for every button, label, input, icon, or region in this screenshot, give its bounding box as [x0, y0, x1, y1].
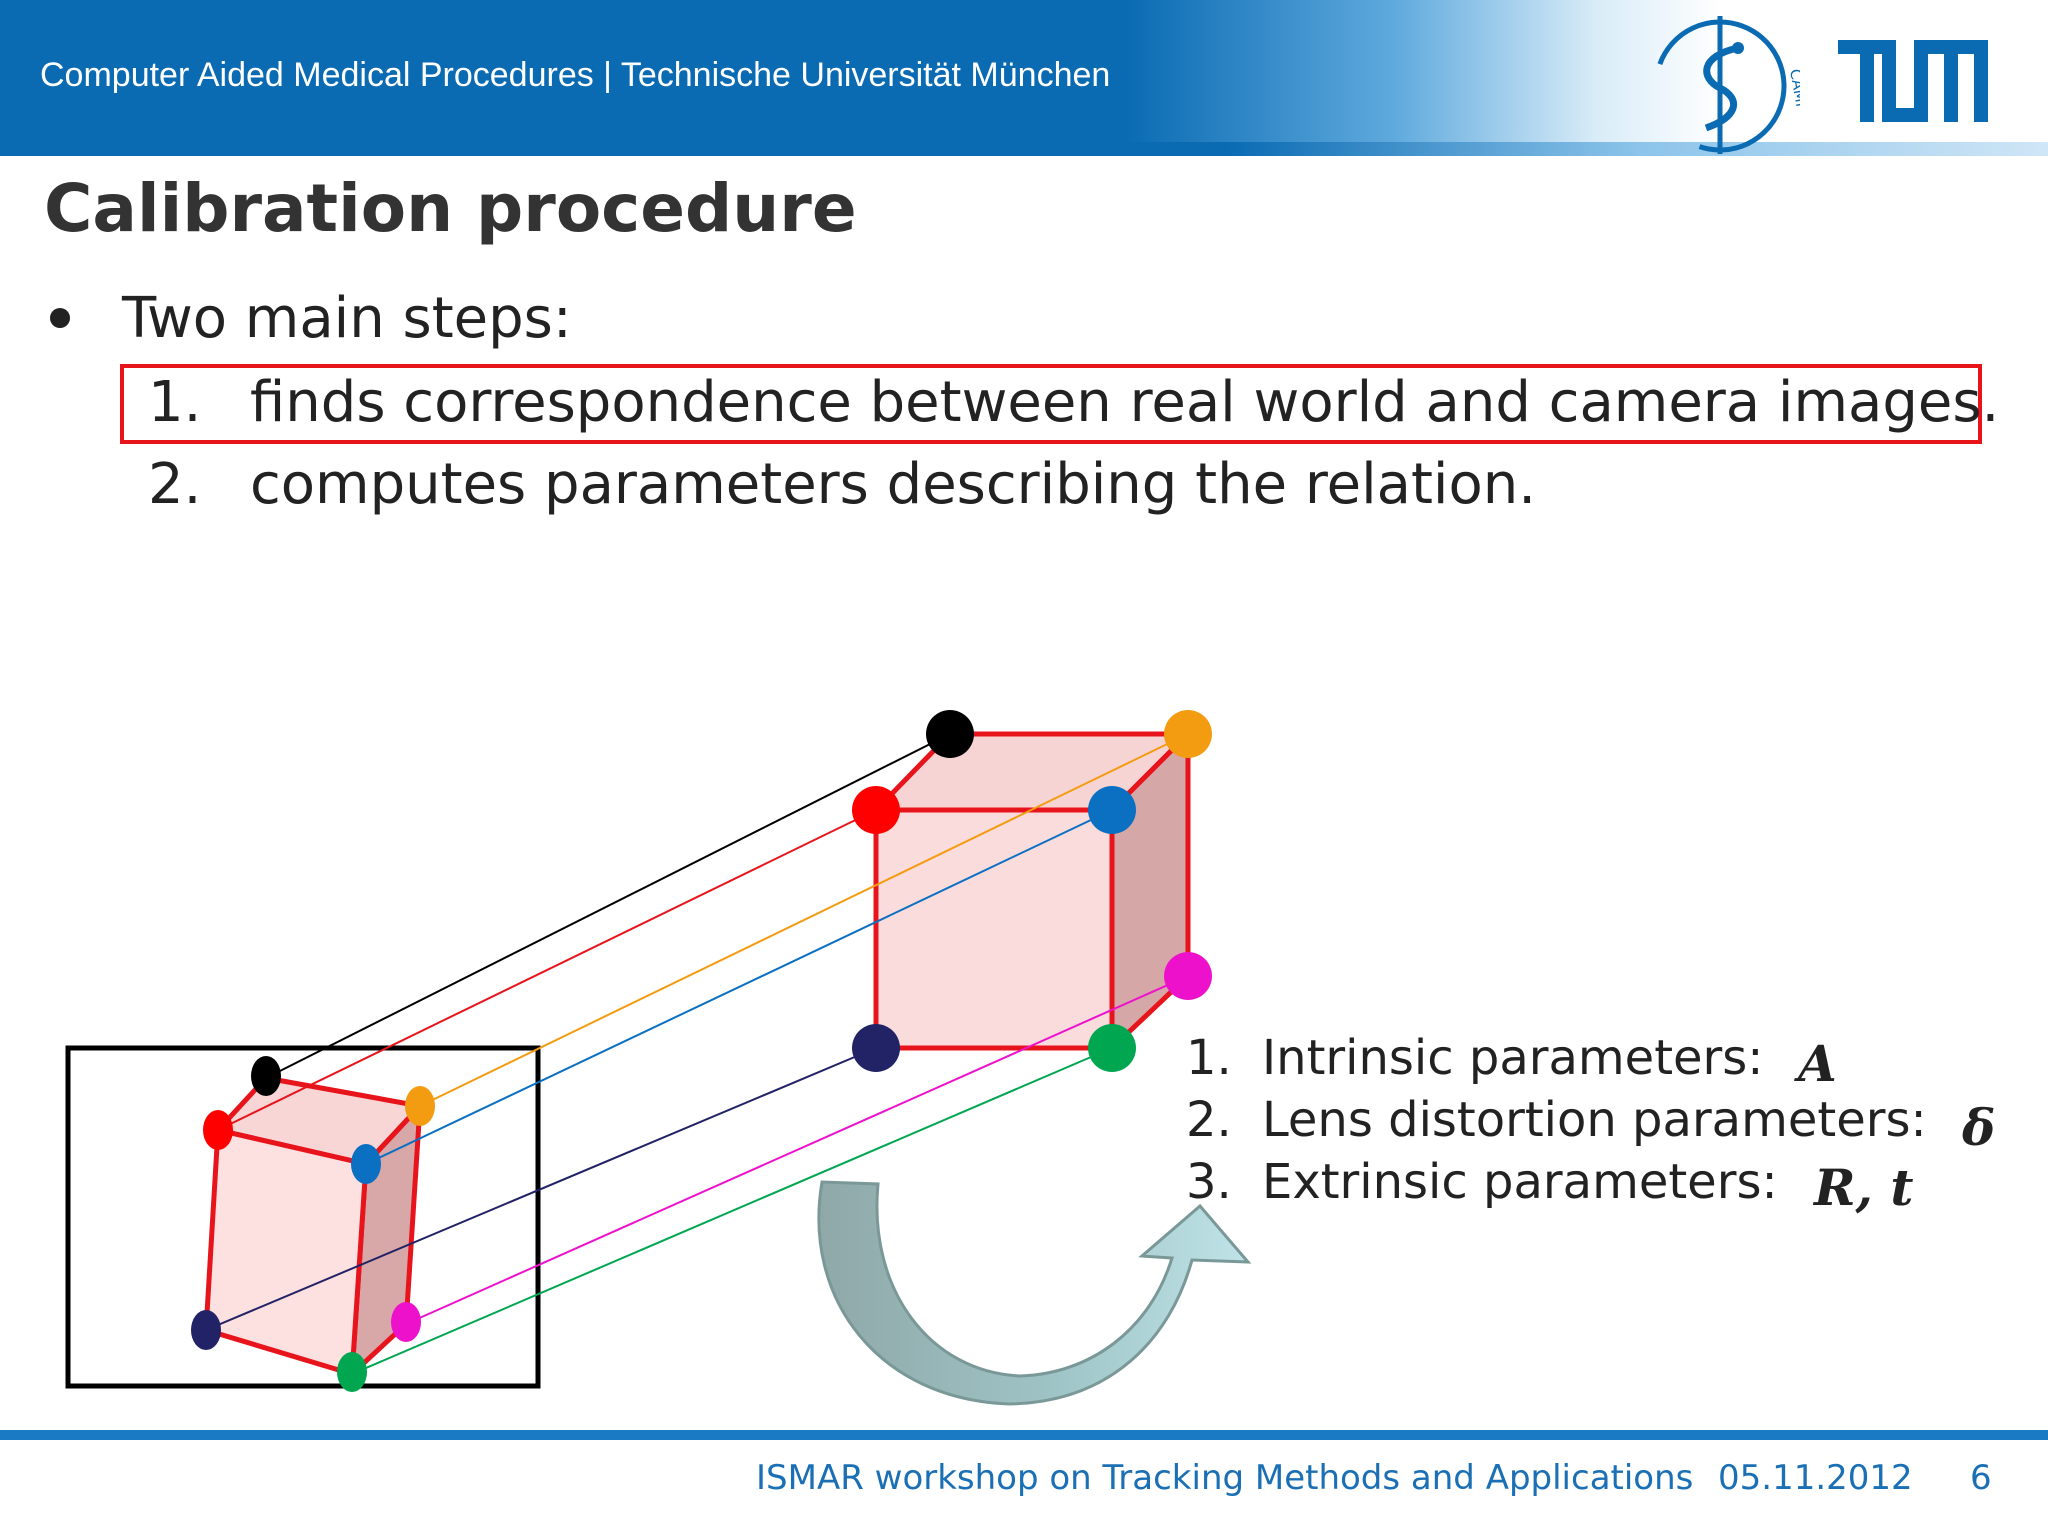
camp-logo-label: CAMP — [1786, 68, 1800, 113]
corner-marker — [405, 1086, 435, 1126]
camera-image-frame — [65, 1045, 541, 1389]
slide-title: Calibration procedure — [44, 170, 857, 247]
corner-marker — [1088, 786, 1136, 834]
tum-logo — [1838, 40, 1988, 122]
corner-marker — [191, 1310, 221, 1350]
corner-marker — [1164, 710, 1212, 758]
bullet-text: Two main steps: — [122, 286, 572, 351]
param-3-label: Extrinsic parameters: — [1262, 1154, 1778, 1210]
param-2-number: 2. — [1186, 1092, 1232, 1148]
corner-marker — [351, 1144, 381, 1184]
footer-event: ISMAR workshop on Tracking Methods and A… — [756, 1458, 1694, 1498]
corner-marker — [251, 1056, 281, 1096]
header-underline — [0, 142, 2048, 156]
step-1-text: finds correspondence between real world … — [250, 370, 2000, 435]
param-2-label: Lens distortion parameters: — [1262, 1092, 1927, 1148]
image-cube — [203, 1075, 425, 1381]
param-1-number: 1. — [1186, 1030, 1232, 1086]
corner-marker — [391, 1302, 421, 1342]
camp-logo: CAMP — [1653, 16, 1800, 154]
corner-marker — [852, 1024, 900, 1072]
param-3-number: 3. — [1186, 1154, 1232, 1210]
corner-marker — [337, 1352, 367, 1392]
image-cube-corners — [191, 1056, 435, 1392]
corner-marker — [203, 1110, 233, 1150]
step-2-text: computes parameters describing the relat… — [250, 452, 1537, 517]
corner-marker — [852, 786, 900, 834]
page-number: 6 — [1970, 1458, 1992, 1498]
calibration-diagram — [65, 710, 1252, 1406]
bullet-marker — [50, 308, 70, 328]
param-1-label: Intrinsic parameters: — [1262, 1030, 1764, 1086]
institution-name: Computer Aided Medical Procedures | Tech… — [40, 56, 1111, 94]
curved-arrow-icon — [817, 1180, 1252, 1406]
param-2-symbol: δ — [1962, 1098, 1996, 1157]
footer-rule — [0, 1430, 2048, 1440]
world-cube-corners — [852, 710, 1212, 1072]
world-cube — [870, 727, 1195, 1054]
step-1-number: 1. — [148, 370, 202, 435]
step-2-number: 2. — [148, 452, 202, 517]
correspondence-lines — [205, 733, 1189, 1375]
param-1-symbol: A — [1798, 1034, 1837, 1093]
param-3-symbol: R, t — [1814, 1158, 1914, 1217]
corner-marker — [926, 710, 974, 758]
footer-date: 05.11.2012 — [1718, 1458, 1913, 1498]
corner-marker — [1164, 952, 1212, 1000]
corner-marker — [1088, 1024, 1136, 1072]
highlight-box — [120, 364, 1982, 444]
